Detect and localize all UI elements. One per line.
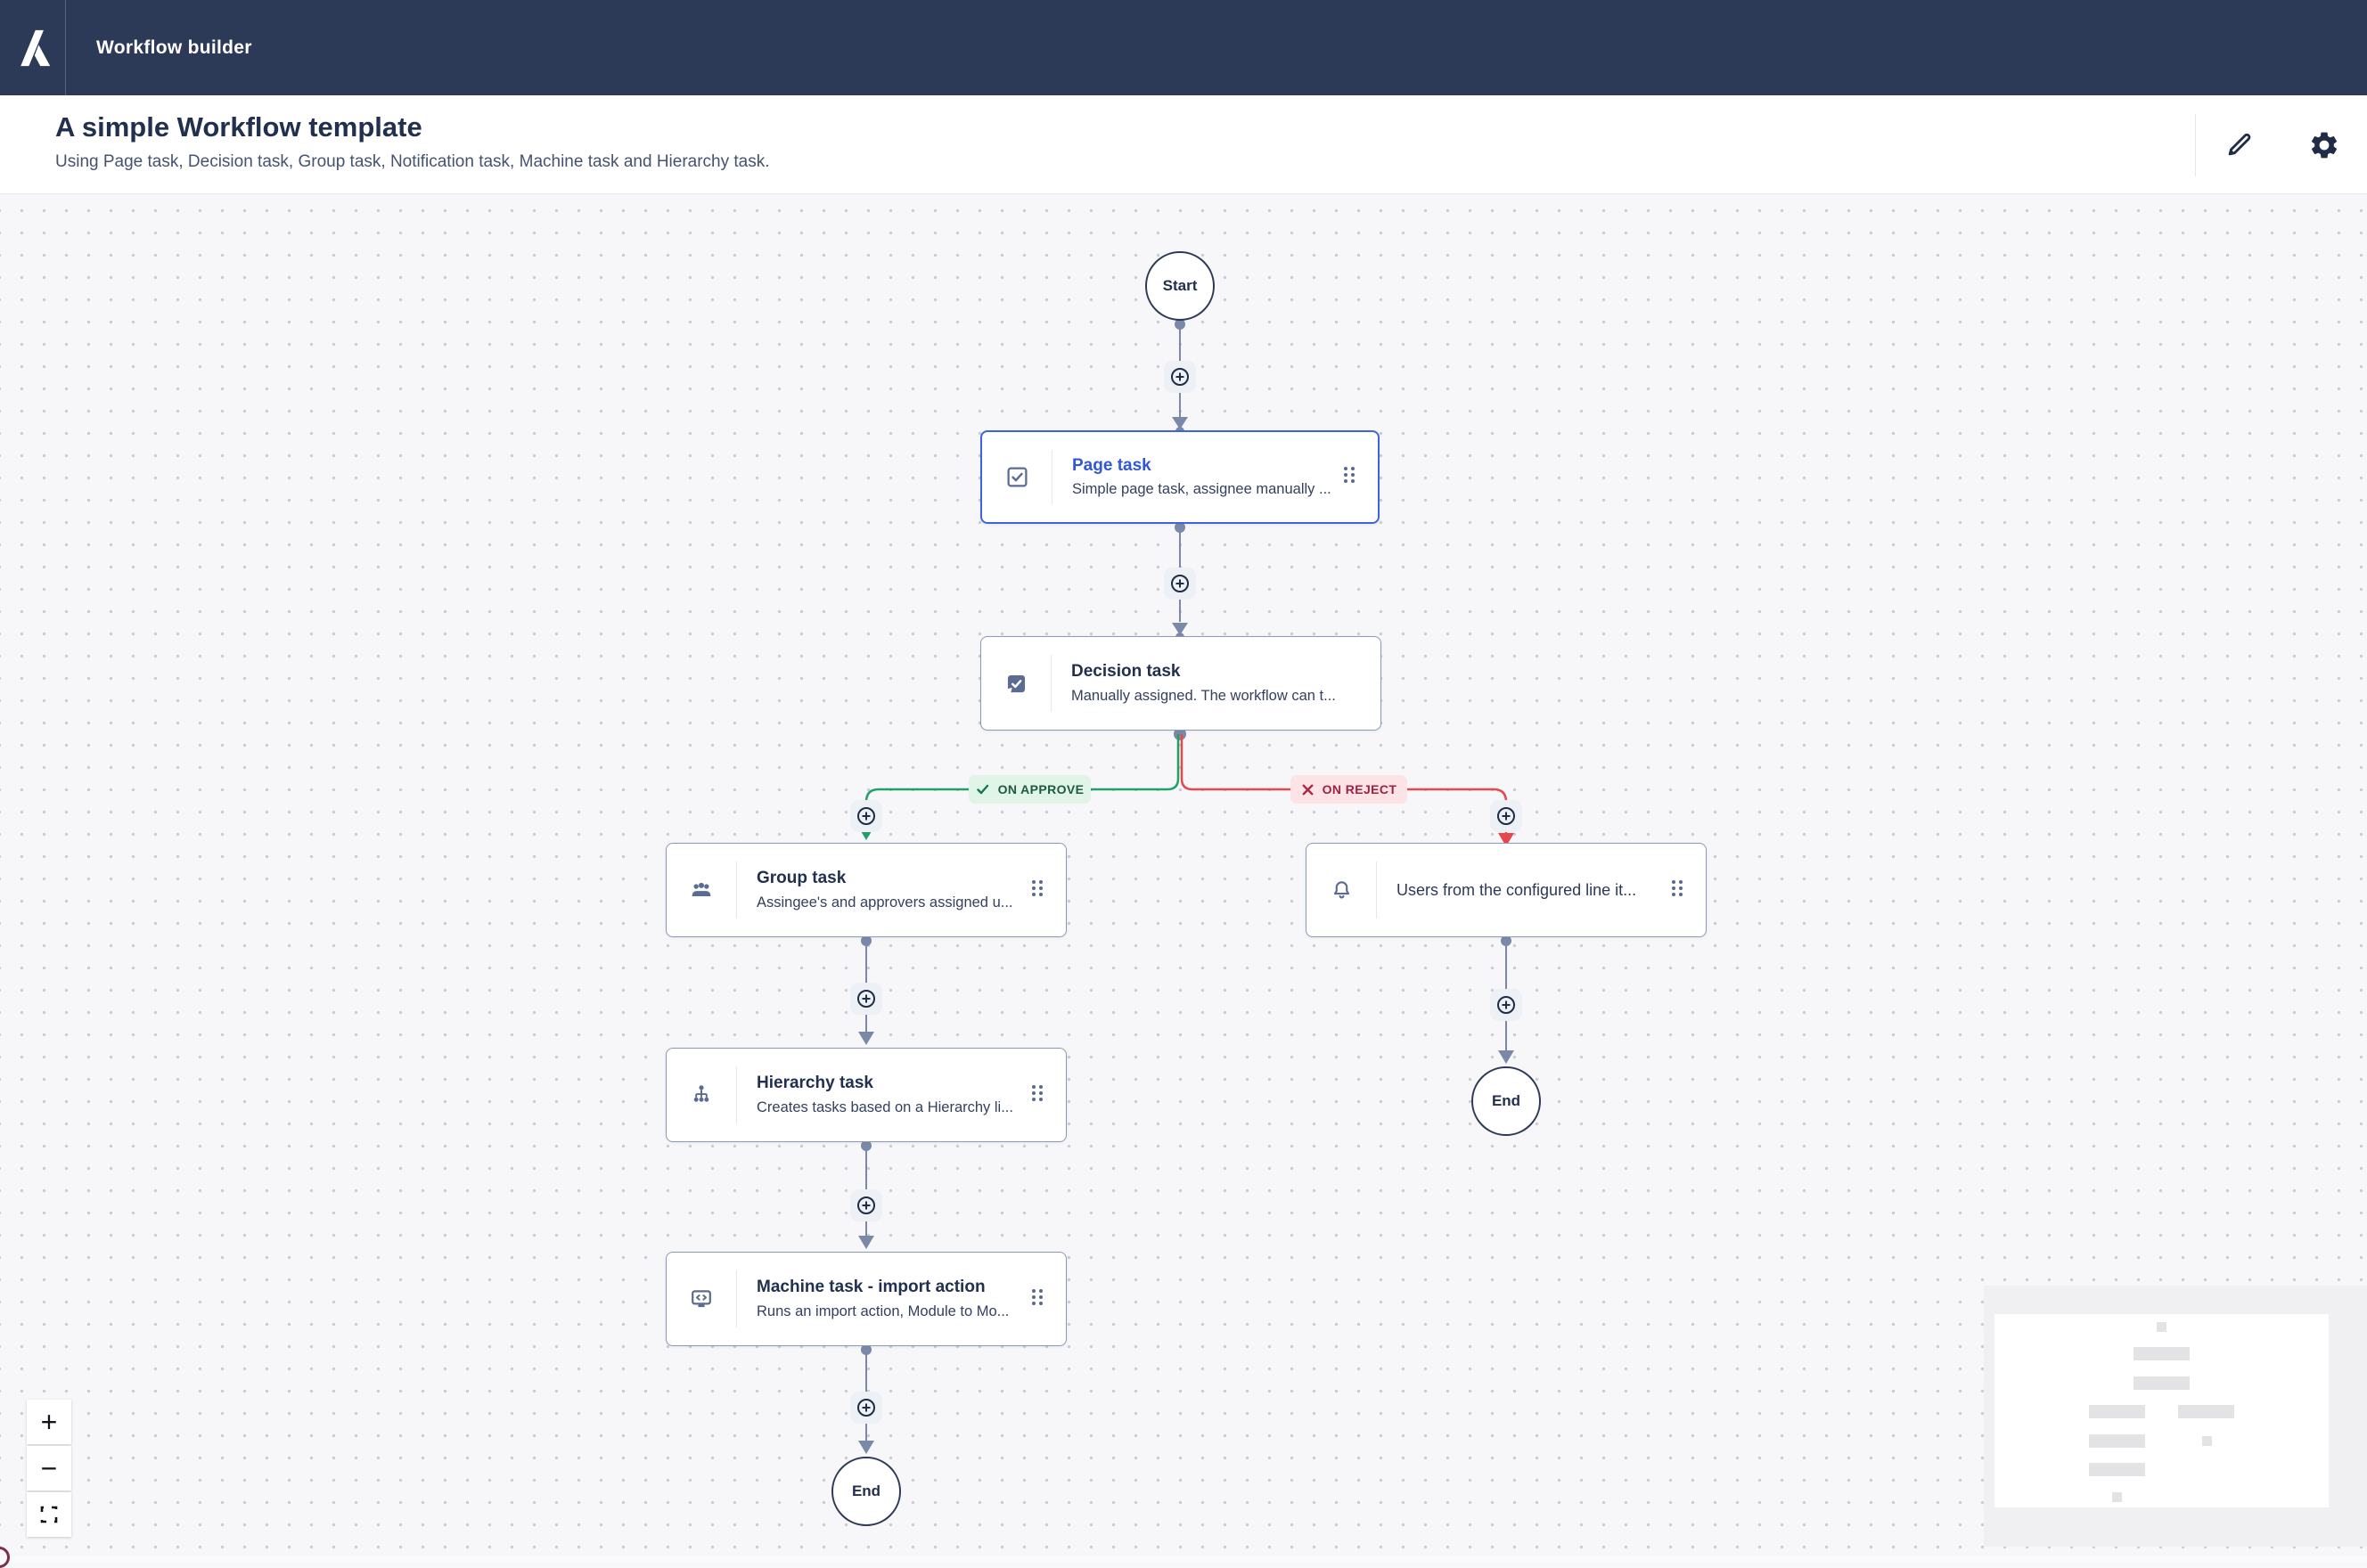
edit-button[interactable] — [2212, 118, 2265, 172]
minimap-node — [2134, 1347, 2190, 1360]
zoom-controls: + − — [27, 1400, 71, 1537]
zoom-in-button[interactable]: + — [27, 1400, 71, 1444]
check-icon — [976, 784, 988, 795]
task-title: Page task — [1072, 455, 1151, 475]
edit-icon — [2228, 133, 2251, 155]
task-card-decision[interactable]: Decision task Manually assigned. The wor… — [980, 636, 1381, 731]
task-description: Simple page task, assignee manually ... — [1072, 481, 1331, 498]
plus-circle-icon — [1497, 807, 1515, 825]
add-step-button[interactable] — [850, 800, 882, 832]
end-node-label: End — [851, 1482, 881, 1499]
decision-icon — [981, 672, 1051, 696]
task-description: Runs an import action, Module to Mo... — [757, 1303, 1010, 1319]
page-subtitle: Using Page task, Decision task, Group ta… — [55, 152, 770, 171]
add-step-button[interactable] — [1490, 800, 1522, 832]
card-divider — [1051, 655, 1052, 712]
task-card-notification[interactable]: Users from the configured line it... — [1306, 843, 1707, 937]
zoom-out-button[interactable]: − — [27, 1446, 71, 1490]
task-card-machine[interactable]: Machine task - import action Runs an imp… — [666, 1252, 1067, 1346]
minimap-node — [2112, 1492, 2122, 1502]
anaplan-logo[interactable] — [0, 0, 66, 95]
plus-circle-icon — [857, 807, 875, 825]
drag-handle[interactable] — [1670, 878, 1684, 902]
plus-circle-icon — [1171, 368, 1189, 386]
bell-icon — [1306, 878, 1376, 902]
settings-icon — [2311, 132, 2338, 158]
plus-circle-icon — [857, 1399, 875, 1417]
add-step-button[interactable] — [1164, 361, 1196, 393]
card-divider — [736, 1270, 737, 1327]
app-title: Workflow builder — [96, 37, 252, 58]
task-title: Group task — [757, 869, 847, 888]
minimap-viewport — [1994, 1314, 2329, 1507]
add-step-button[interactable] — [1490, 989, 1522, 1021]
machine-icon — [667, 1286, 736, 1311]
minimap-node — [2089, 1434, 2145, 1448]
task-description: Assingee's and approvers assigned u... — [757, 894, 1013, 911]
plus-circle-icon — [1497, 996, 1515, 1014]
on-approve-text: ON APPROVE — [997, 782, 1085, 796]
fit-view-button[interactable] — [27, 1492, 71, 1537]
hierarchy-icon — [667, 1082, 736, 1107]
on-reject-text: ON REJECT — [1322, 782, 1397, 796]
canvas-bottom-edge — [0, 1556, 2367, 1563]
fit-view-icon — [40, 1506, 58, 1523]
minimap-node — [2202, 1436, 2212, 1446]
plus-circle-icon — [1171, 575, 1189, 592]
add-step-button[interactable] — [850, 1189, 882, 1221]
end-node-label: End — [1491, 1092, 1521, 1109]
task-title: Machine task - import action — [757, 1278, 986, 1297]
minimap[interactable] — [1984, 1286, 2367, 1547]
end-node-left[interactable]: End — [831, 1457, 901, 1526]
end-node-right[interactable]: End — [1471, 1066, 1541, 1136]
start-node[interactable]: Start — [1145, 251, 1215, 321]
anaplan-logo-icon — [20, 29, 50, 66]
task-title: Decision task — [1071, 662, 1181, 682]
on-approve-label: ON APPROVE — [969, 775, 1091, 804]
add-step-button[interactable] — [850, 983, 882, 1015]
task-card-group[interactable]: Group task Assingee's and approvers assi… — [666, 843, 1067, 937]
x-icon — [1302, 784, 1314, 795]
task-description: Creates tasks based on a Hierarchy li... — [757, 1098, 1013, 1115]
minimap-node — [2089, 1463, 2145, 1476]
plus-circle-icon — [857, 990, 875, 1008]
minimap-node — [2178, 1405, 2234, 1418]
task-title: Users from the configured line it... — [1396, 880, 1637, 899]
task-description: Manually assigned. The workflow can t... — [1071, 687, 1336, 704]
zoom-in-label: + — [40, 1405, 58, 1438]
on-reject-label: ON REJECT — [1290, 775, 1407, 804]
drag-handle[interactable] — [1030, 1287, 1044, 1311]
group-icon — [667, 878, 736, 902]
page-title: A simple Workflow template — [55, 111, 422, 143]
settings-button[interactable] — [2297, 118, 2351, 172]
add-step-button[interactable] — [850, 1392, 882, 1424]
card-divider — [1376, 862, 1377, 919]
start-node-label: Start — [1162, 277, 1198, 294]
minimap-node — [2134, 1376, 2190, 1390]
task-card-page[interactable]: Page task Simple page task, assignee man… — [980, 430, 1380, 524]
drag-handle[interactable] — [1030, 1083, 1044, 1107]
task-card-hierarchy[interactable]: Hierarchy task Creates tasks based on a … — [666, 1048, 1067, 1142]
checkbox-icon — [982, 465, 1052, 489]
card-divider — [736, 1066, 737, 1123]
drag-handle[interactable] — [1342, 465, 1356, 489]
drag-handle[interactable] — [1030, 878, 1044, 902]
workflow-canvas[interactable]: ON APPROVE ON REJECT Start End End — [0, 194, 2367, 1568]
card-divider — [736, 862, 737, 919]
minimap-node — [2089, 1405, 2145, 1418]
titlebar-actions — [2195, 95, 2367, 194]
zoom-out-label: − — [40, 1451, 58, 1484]
minimap-node — [2157, 1322, 2166, 1332]
workflow-title-bar: A simple Workflow template Using Page ta… — [0, 95, 2367, 194]
plus-circle-icon — [857, 1196, 875, 1214]
actions-divider — [2195, 113, 2196, 176]
top-app-bar: Workflow builder — [0, 0, 2367, 95]
task-title: Hierarchy task — [757, 1074, 873, 1093]
add-step-button[interactable] — [1164, 568, 1196, 600]
